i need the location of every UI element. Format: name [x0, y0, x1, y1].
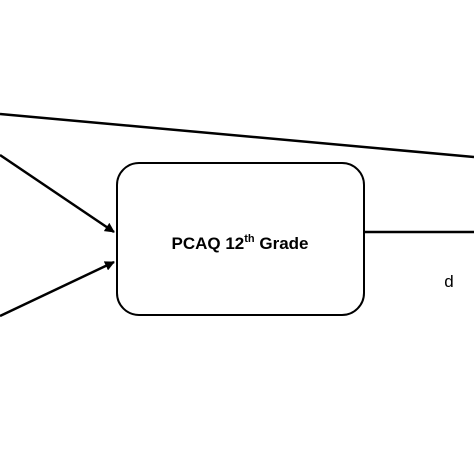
node-label-main: PCAQ 12: [172, 234, 245, 253]
incoming-arrow-lower: [0, 260, 115, 318]
node-label-superscript: th: [244, 233, 255, 245]
node-label: PCAQ 12th Grade: [172, 233, 309, 253]
node-label-rest: Grade: [255, 234, 309, 253]
long-diagonal-path: [0, 112, 474, 159]
incoming-arrow-upper: [0, 153, 115, 234]
path-label-d: d: [444, 272, 453, 291]
pcaq-12th-grade-node: [116, 162, 365, 316]
